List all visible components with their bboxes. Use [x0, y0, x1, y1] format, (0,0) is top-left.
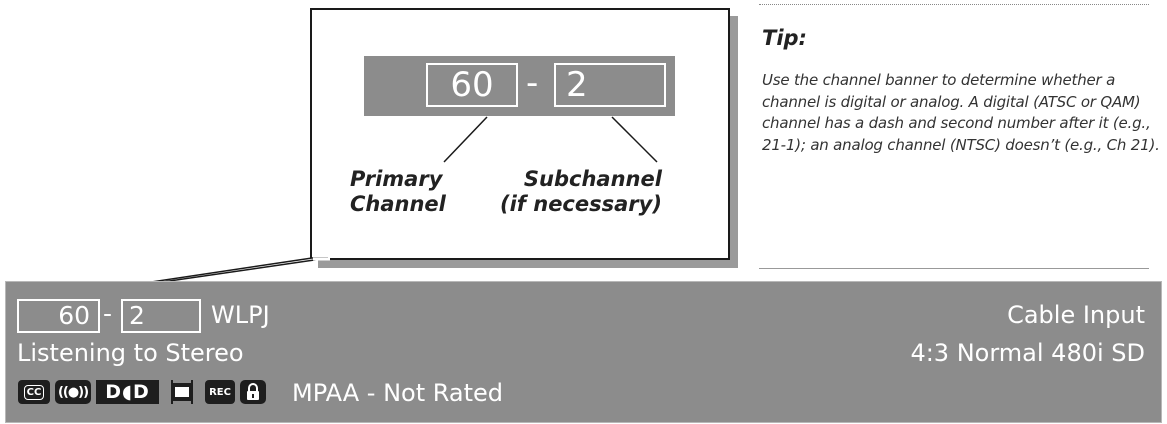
- tip-body: Use the channel banner to determine whet…: [762, 71, 1160, 154]
- banner-call-sign: WLPJ: [211, 301, 270, 329]
- screen-format-icon: [168, 380, 196, 404]
- channel-banner: 60 - 2 WLPJ Cable Input Listening to Ste…: [5, 281, 1162, 423]
- tip-title: Tip:: [762, 26, 807, 50]
- dolby-digital-icon: D◖D: [96, 380, 159, 404]
- zoom-subchannel-box: 2: [554, 63, 666, 107]
- zoom-primary-channel-box: 60: [426, 63, 518, 107]
- channel-callout: 60 - 2 Primary Channel Subchannel (if ne…: [310, 8, 730, 260]
- primary-label-line1: Primary: [350, 167, 443, 191]
- record-icon: REC: [205, 380, 235, 404]
- subchannel-label: Subchannel (if necessary): [500, 167, 662, 217]
- sub-label-line2: (if necessary): [500, 192, 662, 216]
- banner-primary-channel: 60: [17, 299, 100, 333]
- callout-leader-lines: [443, 116, 658, 163]
- banner-input-source: Cable Input: [1007, 301, 1145, 329]
- banner-rating: MPAA - Not Rated: [292, 379, 504, 407]
- lock-icon: [240, 380, 266, 404]
- surround-audio-icon: ((●)): [55, 380, 91, 404]
- zoom-dash: -: [526, 63, 539, 103]
- tip-bottom-rule: [759, 268, 1149, 269]
- sub-label-line1: Subchannel: [523, 167, 662, 191]
- banner-audio-status: Listening to Stereo: [17, 339, 244, 367]
- banner-video-format: 4:3 Normal 480i SD: [910, 339, 1145, 367]
- banner-subchannel: 2: [121, 299, 201, 333]
- closed-caption-icon: CC: [18, 380, 50, 404]
- cc-icon-text: CC: [23, 384, 45, 400]
- banner-dash: -: [103, 299, 113, 328]
- primary-channel-label: Primary Channel: [350, 167, 446, 217]
- tip-top-rule: [759, 4, 1149, 5]
- zoom-channel-banner: 60 - 2: [364, 56, 675, 116]
- primary-label-line2: Channel: [350, 192, 446, 216]
